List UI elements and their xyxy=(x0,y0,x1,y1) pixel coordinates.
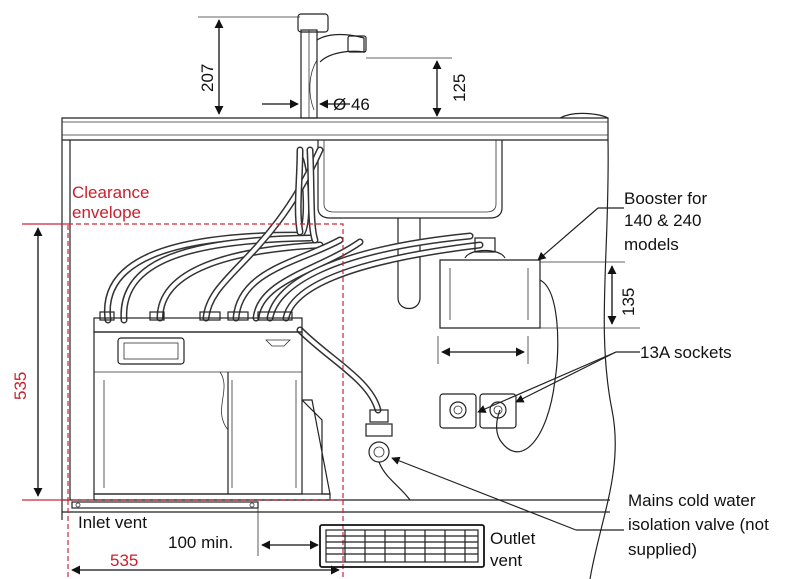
booster-label-line1: Booster for xyxy=(624,189,707,208)
valve-callout: Mains cold water isolation valve (not su… xyxy=(391,456,769,559)
vent-gap-dimension: 100 min. xyxy=(168,508,319,556)
sockets xyxy=(439,393,517,429)
dim-125-label: 125 xyxy=(450,74,469,102)
dim-diameter-label: Ø 46 xyxy=(333,95,370,114)
outlet-vent: Outlet vent xyxy=(319,524,536,570)
inlet-vent: Inlet vent xyxy=(71,501,259,532)
tap-diameter-dimension: Ø 46 xyxy=(262,95,370,114)
tap xyxy=(297,13,367,119)
clearance-width-dimension: 535 xyxy=(71,551,340,575)
booster-label-line2: 140 & 240 xyxy=(624,211,702,230)
clearance-label-line1: Clearance xyxy=(72,183,150,202)
hoses xyxy=(103,146,484,414)
booster-height-dimension: 135 xyxy=(540,261,640,329)
clearance-envelope: 535 Clearance envelope xyxy=(11,183,344,579)
outlet-vent-label-line1: Outlet xyxy=(490,529,536,548)
mains-label-line1: Mains cold water xyxy=(628,491,756,510)
booster-width-dimension xyxy=(437,336,529,364)
sink-bowl xyxy=(317,140,503,310)
booster-callout: Booster for 140 & 240 models xyxy=(537,189,707,261)
sockets-label: 13A sockets xyxy=(640,343,732,362)
booster-label-line3: models xyxy=(624,235,679,254)
tap-height-dimension: 207 xyxy=(198,16,300,115)
mains-label-line3: supplied) xyxy=(628,540,697,559)
dim-207-label: 207 xyxy=(198,64,217,92)
dim-100min-label: 100 min. xyxy=(168,533,233,552)
outlet-vent-label-line2: vent xyxy=(490,551,522,570)
worktop xyxy=(61,112,609,141)
spout-height-dimension: 125 xyxy=(366,57,469,117)
isolation-valve xyxy=(365,409,411,501)
boiler-unit xyxy=(93,311,331,501)
dim-535-horizontal-label: 535 xyxy=(110,551,138,570)
inlet-vent-label: Inlet vent xyxy=(78,513,147,532)
sockets-callout: 13A sockets xyxy=(477,343,732,413)
dim-135-label: 135 xyxy=(619,288,638,316)
booster-unit xyxy=(439,237,559,453)
dim-535-vertical-label: 535 xyxy=(11,372,30,400)
clearance-label-line2: envelope xyxy=(72,203,141,222)
mains-label-line2: isolation valve (not xyxy=(628,515,769,534)
